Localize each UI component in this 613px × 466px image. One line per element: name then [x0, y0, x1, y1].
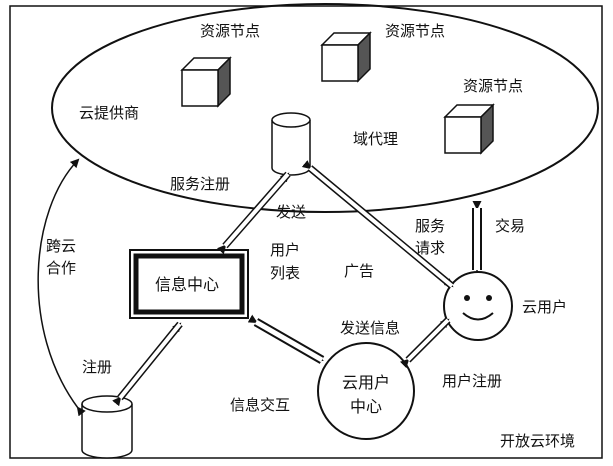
ad-label: 广告 [344, 262, 374, 280]
user-list-label-1: 用户 [270, 241, 300, 259]
trade-label: 交易 [495, 217, 525, 235]
outer-frame [9, 5, 603, 459]
resource-node-cube-1 [180, 56, 232, 108]
cloud-user-center-circle [317, 342, 415, 440]
cross-cloud-label-2: 合作 [46, 259, 76, 277]
resource-node-cube-3 [443, 103, 495, 155]
user-list-label-2: 列表 [270, 264, 300, 282]
arrow-info-center-to-proxy [217, 171, 291, 255]
arrow-register [112, 321, 183, 407]
open-cloud-env-label: 开放云环境 [500, 432, 575, 450]
domain-proxy-label: 域代理 [353, 130, 398, 148]
resource-node-label-1: 资源节点 [200, 22, 260, 40]
send-label: 发送 [276, 203, 306, 221]
send-info-label: 发送信息 [340, 319, 400, 337]
resource-node-label-2: 资源节点 [385, 22, 445, 40]
arrow-info-exchange [247, 314, 325, 364]
cloud-provider-label: 云提供商 [79, 104, 139, 122]
user-center-label-2: 中心 [350, 397, 382, 416]
cloud-user-face [443, 271, 513, 341]
info-center-label: 信息中心 [155, 275, 219, 294]
cross-cloud-label-1: 跨云 [46, 237, 76, 255]
registry-cylinder [81, 395, 133, 459]
arrow-proxy-to-user [301, 160, 455, 289]
service-register-label: 服务注册 [170, 175, 230, 193]
cloud-user-label: 云用户 [522, 298, 567, 316]
info-exchange-label: 信息交互 [230, 396, 290, 414]
user-center-label-1: 云用户 [342, 373, 390, 392]
info-center-box [129, 249, 249, 319]
cross-cloud-arrow [37, 158, 86, 417]
resource-node-cube-2 [320, 31, 372, 83]
arrow-user-to-center [399, 317, 451, 369]
resource-node-label-3: 资源节点 [463, 77, 523, 95]
domain-proxy-cylinder [271, 112, 311, 176]
register-label: 注册 [82, 358, 112, 376]
user-register-label: 用户注册 [442, 372, 502, 390]
service-request-label-1: 服务 [415, 217, 445, 235]
service-request-label-2: 请求 [415, 239, 445, 257]
